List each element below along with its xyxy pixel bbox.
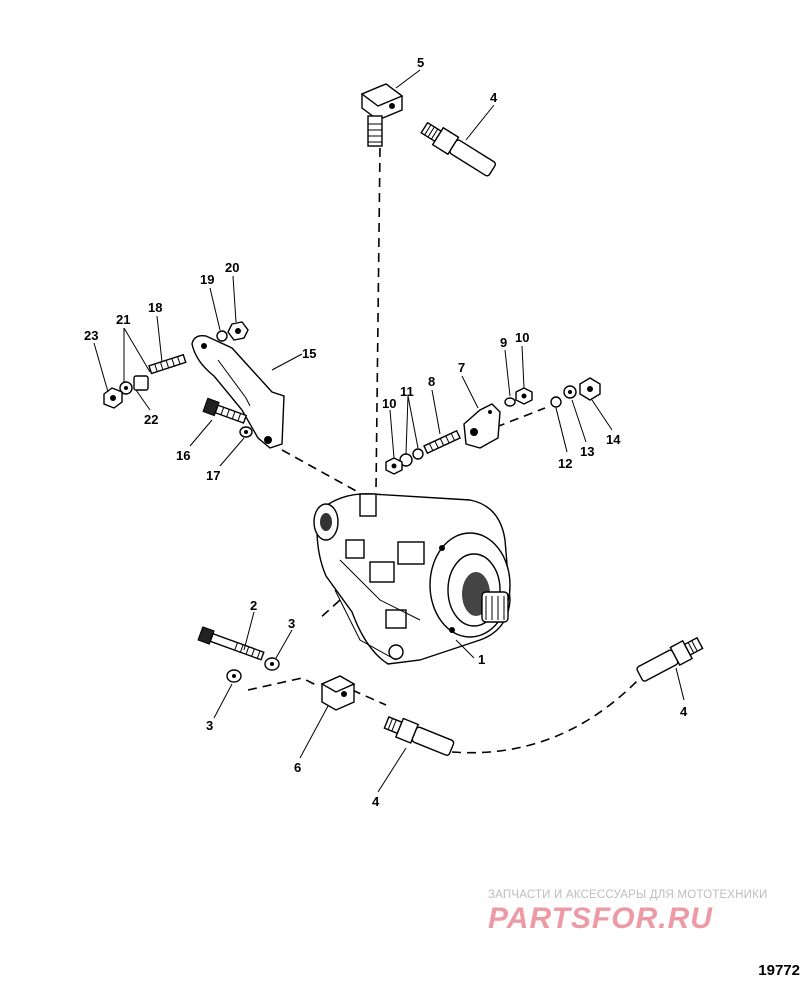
callout-23: 23: [84, 328, 98, 343]
callout-3-lower: 3: [206, 718, 213, 733]
callout-22: 22: [144, 412, 158, 427]
callout-15: 15: [302, 346, 316, 361]
callout-12: 12: [558, 456, 572, 471]
callout-10-left: 10: [382, 396, 396, 411]
callout-4-top: 4: [490, 90, 498, 105]
callout-10-right: 10: [515, 330, 529, 345]
callout-4-right: 4: [680, 704, 688, 719]
callout-1: 1: [478, 652, 485, 667]
bolt-and-washers: [197, 626, 280, 683]
callout-2: 2: [250, 598, 257, 613]
callout-17: 17: [206, 468, 220, 483]
callout-7: 7: [458, 360, 465, 375]
callout-6: 6: [294, 760, 301, 775]
elbow-fitting: [360, 83, 404, 147]
callout-4-bottom: 4: [372, 794, 380, 809]
callout-16: 16: [176, 448, 190, 463]
drawing-number: 19772: [758, 962, 800, 979]
sender-lower-right: [636, 636, 704, 682]
lower-fitting: [320, 675, 356, 711]
callout-3-upper: 3: [288, 616, 295, 631]
callout-8: 8: [428, 374, 435, 389]
callout-labels: 1 2 3 3 4 4 4 5 6 7 8 9 10 10 11 12 13 1…: [84, 55, 688, 809]
callout-20: 20: [225, 260, 239, 275]
watermark-logo: PARTSFOR.RU: [488, 902, 713, 935]
leader-lines: [93, 69, 685, 793]
callout-9: 9: [500, 335, 507, 350]
callout-5: 5: [417, 55, 424, 70]
callout-18: 18: [148, 300, 162, 315]
watermark-tagline: ЗАПЧАСТИ И АКСЕССУАРЫ ДЛЯ МОТОТЕХНИКИ: [488, 889, 768, 901]
callout-19: 19: [200, 272, 214, 287]
callout-21: 21: [116, 312, 130, 327]
callout-13: 13: [580, 444, 594, 459]
sender-top: [420, 121, 497, 177]
assembly-dashed-lines: [247, 147, 641, 754]
callout-11: 11: [400, 384, 414, 399]
sender-lower-left: [383, 716, 455, 756]
callout-14: 14: [606, 432, 621, 447]
gearcase-housing: [313, 493, 511, 665]
mounting-plate-assembly: [385, 377, 601, 475]
bracket-assembly: [103, 321, 285, 449]
